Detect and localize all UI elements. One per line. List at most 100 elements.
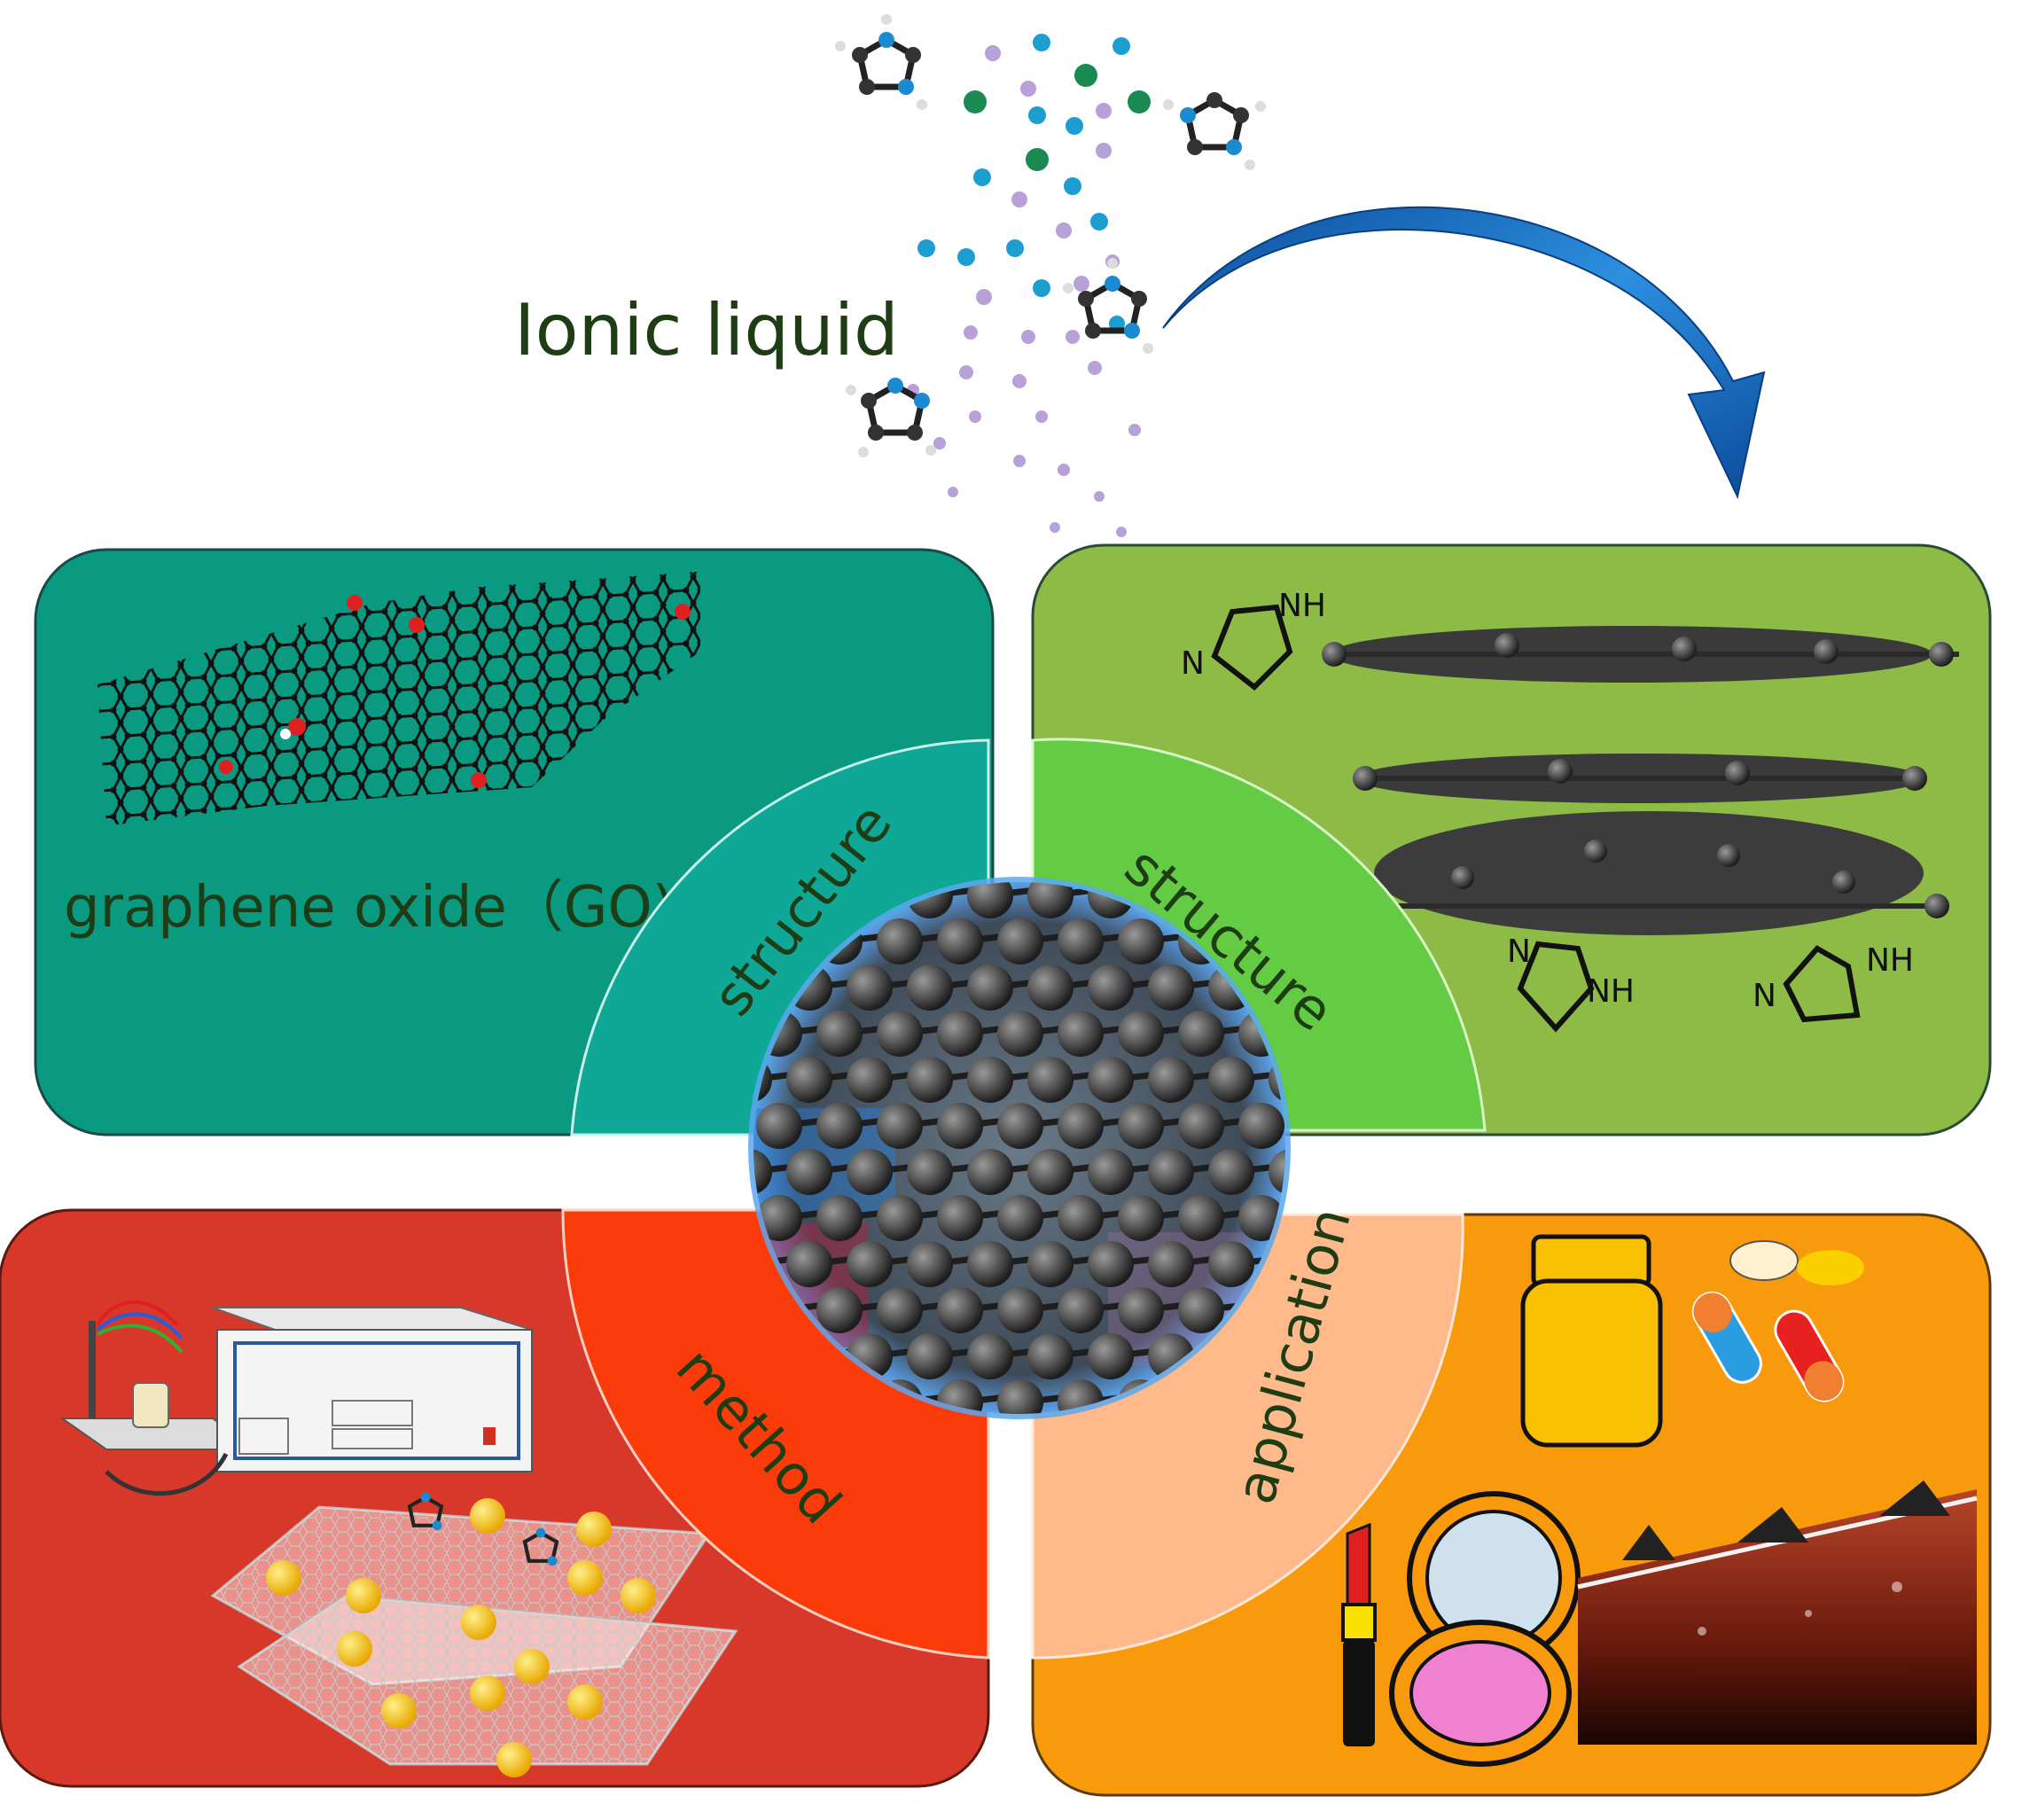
imidazolium-molecule-1 [835, 14, 927, 110]
sphere-atom [1058, 1379, 1104, 1414]
sphere-atom [816, 1011, 863, 1057]
sphere-atom [1148, 1241, 1194, 1287]
sphere-atom [997, 1011, 1043, 1057]
sphere-atom [847, 1241, 893, 1287]
sphere-atom [1269, 1149, 1285, 1195]
sphere-atom [1148, 1149, 1194, 1195]
sphere-atom [1208, 1057, 1254, 1103]
sphere-atom [1088, 1333, 1134, 1379]
sphere-atom [1208, 1149, 1254, 1195]
sphere-atom [1208, 1241, 1254, 1287]
sphere-atom [1058, 1011, 1104, 1057]
sphere-atom [877, 1103, 923, 1149]
ion-dots [907, 34, 1151, 537]
sphere-atom [1058, 1287, 1104, 1333]
sphere-atom [937, 1103, 983, 1149]
sphere-atom [967, 1149, 1013, 1195]
electrochemical-station [59, 1300, 533, 1496]
sphere-atom [997, 1195, 1043, 1241]
sphere-atom [1088, 965, 1134, 1011]
sphere-atom [937, 1011, 983, 1057]
sphere-atom [1088, 1241, 1134, 1287]
imidazole-2-n: N [1507, 933, 1531, 970]
sphere-atom [1027, 1057, 1073, 1103]
sphere-atom [877, 1195, 923, 1241]
sphere-atom [907, 1057, 953, 1103]
graphene-sphere [748, 877, 1291, 1419]
sphere-atom [786, 1057, 832, 1103]
sphere-atom [1058, 1103, 1104, 1149]
sphere-atom [937, 1287, 983, 1333]
sphere-atom [1178, 1011, 1224, 1057]
sphere-atom [877, 1011, 923, 1057]
liquid-photo [1577, 1480, 1978, 1745]
sphere-atom [786, 1241, 832, 1287]
sphere-atom [816, 1287, 863, 1333]
sphere-atom [1027, 1241, 1073, 1287]
compact-powder-icon [1389, 1491, 1581, 1767]
sphere-atom [877, 918, 923, 965]
graphene-oxide-sheet [98, 571, 700, 826]
sphere-atom [937, 1195, 983, 1241]
imidazole-structure-2: NH N [1507, 933, 1635, 1033]
sphere-atom [997, 1103, 1043, 1149]
imidazole-1-nh: NH [1278, 588, 1326, 624]
sphere-atom [997, 1287, 1043, 1333]
sphere-atom [1027, 1333, 1073, 1379]
sphere-atom [1238, 1103, 1284, 1149]
sphere-atom [1148, 1057, 1194, 1103]
sphere-atom [1118, 918, 1164, 965]
graphene-nanoparticle-sheets [210, 1492, 738, 1777]
quadrant-bottom-left [0, 1208, 990, 1788]
imidazolium-molecule-2 [1163, 92, 1266, 170]
sphere-atom [937, 1379, 983, 1414]
imidazole-3-nh: NH [1866, 942, 1914, 979]
sphere-atom [1118, 1287, 1164, 1333]
imidazole-2-nh: NH [1587, 973, 1635, 1010]
sphere-atom [997, 1379, 1043, 1414]
sphere-atom [967, 1333, 1013, 1379]
sphere-atom [786, 1149, 832, 1195]
lipstick-icon [1341, 1522, 1377, 1746]
sphere-atom [1118, 1103, 1164, 1149]
graphene-layers [1322, 626, 1959, 935]
imidazole-3-n: N [1753, 978, 1776, 1014]
sphere-atom [877, 1287, 923, 1333]
imidazolium-molecule-3 [1063, 258, 1153, 354]
sphere-atom [1058, 1195, 1104, 1241]
sphere-atom [1178, 1103, 1224, 1149]
sphere-atom [816, 1195, 863, 1241]
sphere-atom [816, 1103, 863, 1149]
imidazole-1-n: N [1181, 645, 1205, 682]
sphere-atom [1118, 1195, 1164, 1241]
imidazole-structure-1: NH N [1181, 588, 1326, 691]
sphere-atom [847, 1149, 893, 1195]
sphere-atom [907, 1149, 953, 1195]
go-label: graphene oxide（GO) [64, 875, 675, 941]
sphere-atom [1178, 1287, 1224, 1333]
sphere-atom [756, 1103, 802, 1149]
curved-arrow [1162, 206, 1766, 500]
imidazolium-molecule-4 [846, 378, 936, 457]
medicine-bottle-icon [1520, 1234, 1663, 1448]
sphere-atom [847, 1057, 893, 1103]
sphere-atom [997, 918, 1043, 965]
sphere-atom [967, 1241, 1013, 1287]
sphere-atom [937, 918, 983, 965]
ionic-liquid-group: Ionic liquid [514, 14, 1766, 537]
sphere-atom [1178, 1195, 1224, 1241]
sphere-atom [756, 1195, 802, 1241]
sphere-atom [1088, 1057, 1134, 1103]
sphere-atom [1118, 1011, 1164, 1057]
sphere-atom [907, 1333, 953, 1379]
sphere-atom [907, 965, 953, 1011]
sphere-atom [967, 965, 1013, 1011]
sphere-atom [1058, 918, 1104, 965]
sphere-atom [907, 1241, 953, 1287]
sphere-atom [847, 965, 893, 1011]
sphere-atom [1148, 965, 1194, 1011]
sphere-atom [753, 1149, 772, 1195]
sphere-atom [1027, 965, 1073, 1011]
pill-capsules-icon [1691, 1240, 1864, 1402]
